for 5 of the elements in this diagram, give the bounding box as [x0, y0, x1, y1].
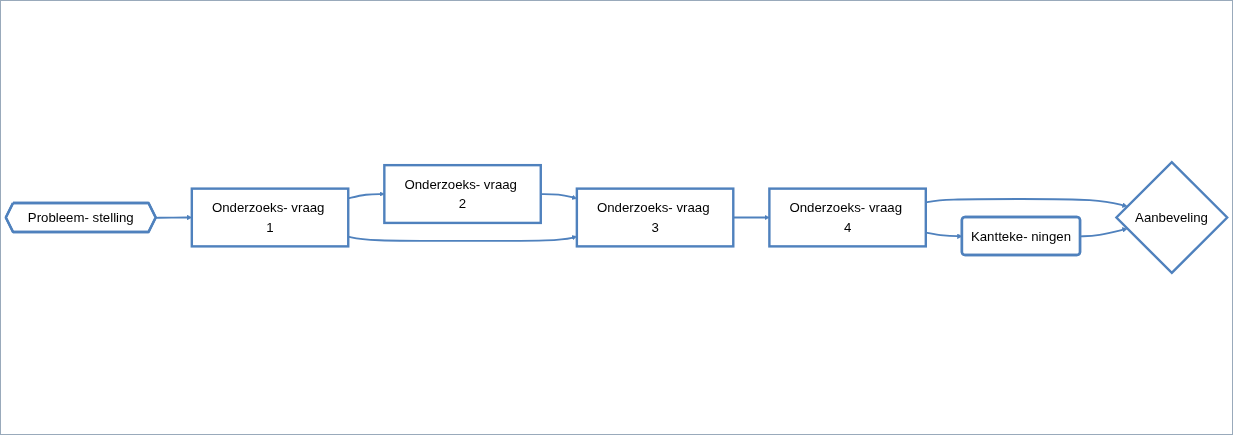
node-box: Onderzoeks- vraag 3 [575, 187, 735, 248]
node-box: Onderzoeks- vraag 2 [383, 163, 542, 225]
node-box: Onderzoeks- vraag 1 [190, 187, 350, 248]
node-diamond: Aanbeveling [1114, 160, 1229, 275]
node-box: Onderzoeks- vraag 4 [768, 187, 927, 248]
